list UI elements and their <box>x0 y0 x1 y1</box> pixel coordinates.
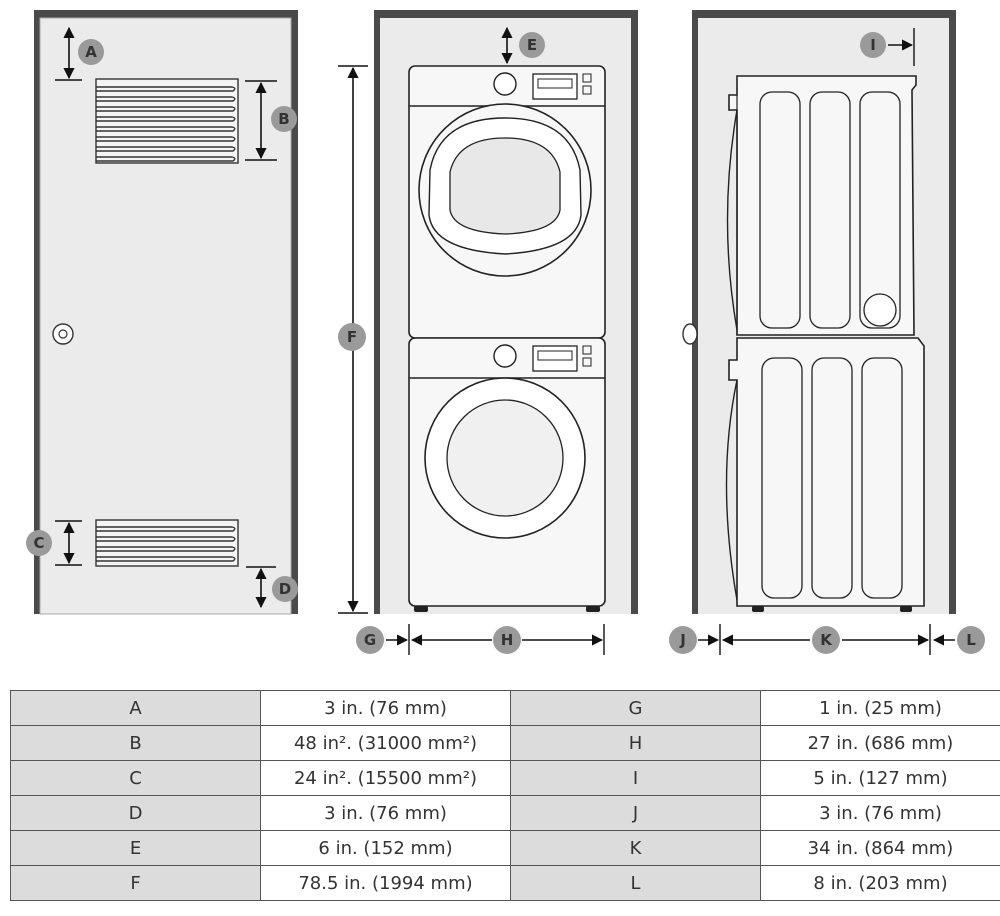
dimension-key: A <box>10 690 261 726</box>
dimension-value: 34 in. (864 mm) <box>760 830 1000 866</box>
badge-b: B <box>271 106 297 132</box>
stacked-dryer-side <box>726 75 917 336</box>
dimension-key: D <box>10 795 261 831</box>
svg-text:G: G <box>364 631 376 649</box>
dimension-key: K <box>510 830 761 866</box>
side-door-knob <box>682 323 698 345</box>
svg-text:L: L <box>966 631 976 649</box>
dimension-value: 8 in. (203 mm) <box>760 865 1000 901</box>
badge-f: F <box>338 323 366 351</box>
dimension-value: 27 in. (686 mm) <box>760 725 1000 761</box>
svg-text:J: J <box>679 631 686 649</box>
svg-text:A: A <box>85 43 97 61</box>
top-vent-louvers <box>95 78 239 164</box>
badge-c: C <box>26 530 52 556</box>
badge-e: E <box>519 32 545 58</box>
table-row: D 3 in. (76 mm) J 3 in. (76 mm) <box>10 795 1000 831</box>
table-row: F 78.5 in. (1994 mm) L 8 in. (203 mm) <box>10 865 1000 901</box>
dimension-value: 5 in. (127 mm) <box>760 760 1000 796</box>
dimension-k <box>721 624 931 655</box>
badge-l: L <box>957 626 985 654</box>
dimension-key: I <box>510 760 761 796</box>
dimension-b <box>245 80 277 161</box>
dimension-i <box>888 28 915 66</box>
dimension-value: 3 in. (76 mm) <box>760 795 1000 831</box>
dimension-value: 3 in. (76 mm) <box>260 795 511 831</box>
badge-d: D <box>272 576 298 602</box>
dimension-key: B <box>10 725 261 761</box>
dimension-key: L <box>510 865 761 901</box>
svg-text:D: D <box>279 580 291 598</box>
stacked-dryer-front <box>408 65 606 339</box>
svg-text:F: F <box>347 328 357 346</box>
closet-door <box>34 10 298 615</box>
badge-h: H <box>493 626 521 654</box>
badge-i: I <box>860 32 886 58</box>
table-row: B 48 in². (31000 mm²) H 27 in. (686 mm) <box>10 725 1000 761</box>
dimension-value: 6 in. (152 mm) <box>260 830 511 866</box>
badge-k: K <box>812 626 840 654</box>
dimension-spec-table: A 3 in. (76 mm) G 1 in. (25 mm) B 48 in²… <box>10 690 1000 901</box>
dimension-a <box>55 26 82 81</box>
front-loading-washer <box>408 337 606 612</box>
bottom-vent-louvers <box>95 519 239 567</box>
table-row: A 3 in. (76 mm) G 1 in. (25 mm) <box>10 690 1000 726</box>
dimension-value: 48 in². (31000 mm²) <box>260 725 511 761</box>
dimension-key: C <box>10 760 261 796</box>
svg-text:H: H <box>501 631 514 649</box>
dimension-key: J <box>510 795 761 831</box>
svg-text:I: I <box>870 36 876 54</box>
dimension-value: 24 in². (15500 mm²) <box>260 760 511 796</box>
dimension-c <box>55 520 82 566</box>
svg-text:K: K <box>820 631 833 649</box>
dimension-key: H <box>510 725 761 761</box>
dimension-key: G <box>510 690 761 726</box>
badge-j: J <box>669 626 697 654</box>
dimension-key: E <box>10 830 261 866</box>
dimension-key: F <box>10 865 261 901</box>
svg-text:B: B <box>278 110 289 128</box>
dimension-g <box>386 624 410 655</box>
svg-text:E: E <box>527 36 537 54</box>
washer-side <box>725 337 925 612</box>
door-knob <box>52 323 74 345</box>
svg-text:C: C <box>33 534 44 552</box>
dimension-h <box>410 624 605 655</box>
dimension-value: 1 in. (25 mm) <box>760 690 1000 726</box>
installation-diagram: A B C D <box>26 10 985 655</box>
dimension-value: 78.5 in. (1994 mm) <box>260 865 511 901</box>
table-row: C 24 in². (15500 mm²) I 5 in. (127 mm) <box>10 760 1000 796</box>
badge-a: A <box>78 39 104 65</box>
badge-g: G <box>356 626 384 654</box>
dimension-j <box>698 624 721 655</box>
dimension-value: 3 in. (76 mm) <box>260 690 511 726</box>
dimension-d <box>246 566 276 609</box>
table-row: E 6 in. (152 mm) K 34 in. (864 mm) <box>10 830 1000 866</box>
